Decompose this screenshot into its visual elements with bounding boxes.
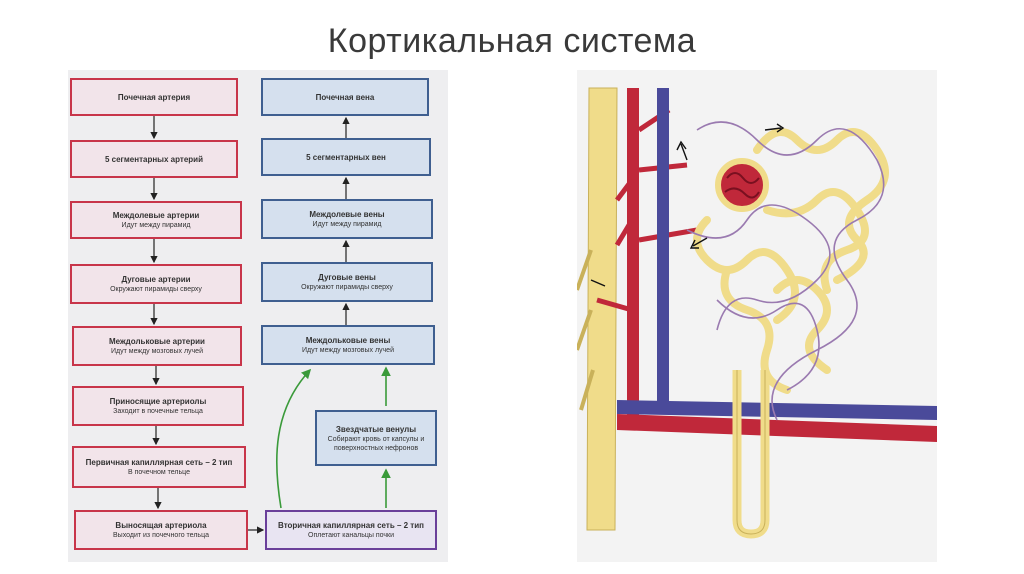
box-arcuate-arteries: Дуговые артерии Окружают пирамиды сверху — [70, 264, 242, 304]
nephron-drawing — [575, 87, 937, 539]
arcuate-vein — [617, 400, 937, 420]
glomerulus — [715, 158, 769, 212]
flow-arrows — [150, 116, 391, 534]
box-subtitle: Выходит из почечного тельца — [113, 532, 209, 539]
interlobular-vein — [657, 88, 669, 410]
box-title: Выносящая артериола — [115, 521, 207, 530]
box-interlobar-arteries: Междолевые артерии Идут между пирамид — [70, 201, 242, 239]
box-subtitle: Собирают кровь от капсулы и поверхностны… — [327, 435, 425, 452]
box-segmental-arteries: 5 сегментарных артерий — [70, 140, 238, 178]
box-title: Междолевые вены — [309, 210, 385, 219]
box-renal-artery: Почечная артерия — [70, 78, 238, 116]
box-renal-vein: Почечная вена — [261, 78, 429, 116]
box-title: Первичная капиллярная сеть – 2 тип — [85, 458, 233, 467]
box-arcuate-veins: Дуговые вены Окружают пирамиды сверху — [261, 262, 433, 302]
box-title: Междольковые вены — [305, 336, 391, 345]
box-title: 5 сегментарных вен — [306, 152, 386, 162]
box-subtitle: Идут между мозговых лучей — [302, 347, 394, 354]
interlobular-artery — [627, 88, 639, 415]
arcuate-artery — [617, 414, 937, 442]
box-subtitle: Идут между пирамид — [121, 222, 191, 229]
nephron-illustration — [575, 70, 937, 562]
box-subtitle: Оплетают канальцы почки — [308, 532, 394, 539]
slide-title: Кортикальная система — [327, 22, 697, 60]
box-title: Звездчатые венулы — [335, 424, 417, 434]
arterial-arrows — [150, 116, 162, 510]
flow-scheme: Почечная артерия 5 сегментарных артерий … — [68, 70, 448, 562]
collecting-duct — [586, 87, 618, 531]
box-title: Вторичная капиллярная сеть – 2 тип — [278, 521, 424, 530]
box-subtitle: Окружают пирамиды сверху — [301, 284, 393, 291]
box-title: Междольковые артерии — [109, 337, 205, 346]
box-subtitle: В почечном тельце — [128, 469, 190, 476]
box-segmental-veins: 5 сегментарных вен — [261, 138, 431, 176]
box-interlobular-veins: Междольковые вены Идут между мозговых лу… — [261, 325, 435, 365]
box-title: Междолевые артерии — [112, 211, 200, 220]
box-subtitle: Окружают пирамиды сверху — [110, 286, 202, 293]
box-afferent-arterioles: Приносящие артериолы Заходит в почечные … — [72, 386, 244, 426]
box-title: Почечная вена — [315, 92, 375, 102]
loop-of-henle — [732, 370, 770, 539]
box-title: Почечная артерия — [117, 92, 191, 102]
box-efferent-arteriole: Выносящая артериола Выходит из почечного… — [74, 510, 248, 550]
box-interlobular-arteries: Междольковые артерии Идут между мозговых… — [72, 326, 242, 366]
box-secondary-capillary-network: Вторичная капиллярная сеть – 2 тип Оплет… — [265, 510, 437, 550]
box-stellate-venules: Звездчатые венулы Собирают кровь от капс… — [315, 410, 437, 466]
box-subtitle: Идут между мозговых лучей — [111, 348, 203, 355]
box-title: Дуговые артерии — [121, 275, 191, 284]
box-title: Дуговые вены — [318, 273, 376, 282]
box-interlobar-veins: Междолевые вены Идут между пирамид — [261, 199, 433, 239]
direction-arrows — [590, 123, 785, 287]
peritubular-capillaries — [686, 121, 885, 421]
box-subtitle: Идут между пирамид — [312, 221, 382, 228]
box-primary-capillary-network: Первичная капиллярная сеть – 2 тип В поч… — [72, 446, 246, 488]
box-subtitle: Заходит в почечные тельца — [113, 408, 203, 415]
box-title: 5 сегментарных артерий — [104, 154, 203, 164]
green-arrows — [275, 366, 391, 509]
box-title: Приносящие артериолы — [109, 397, 207, 406]
